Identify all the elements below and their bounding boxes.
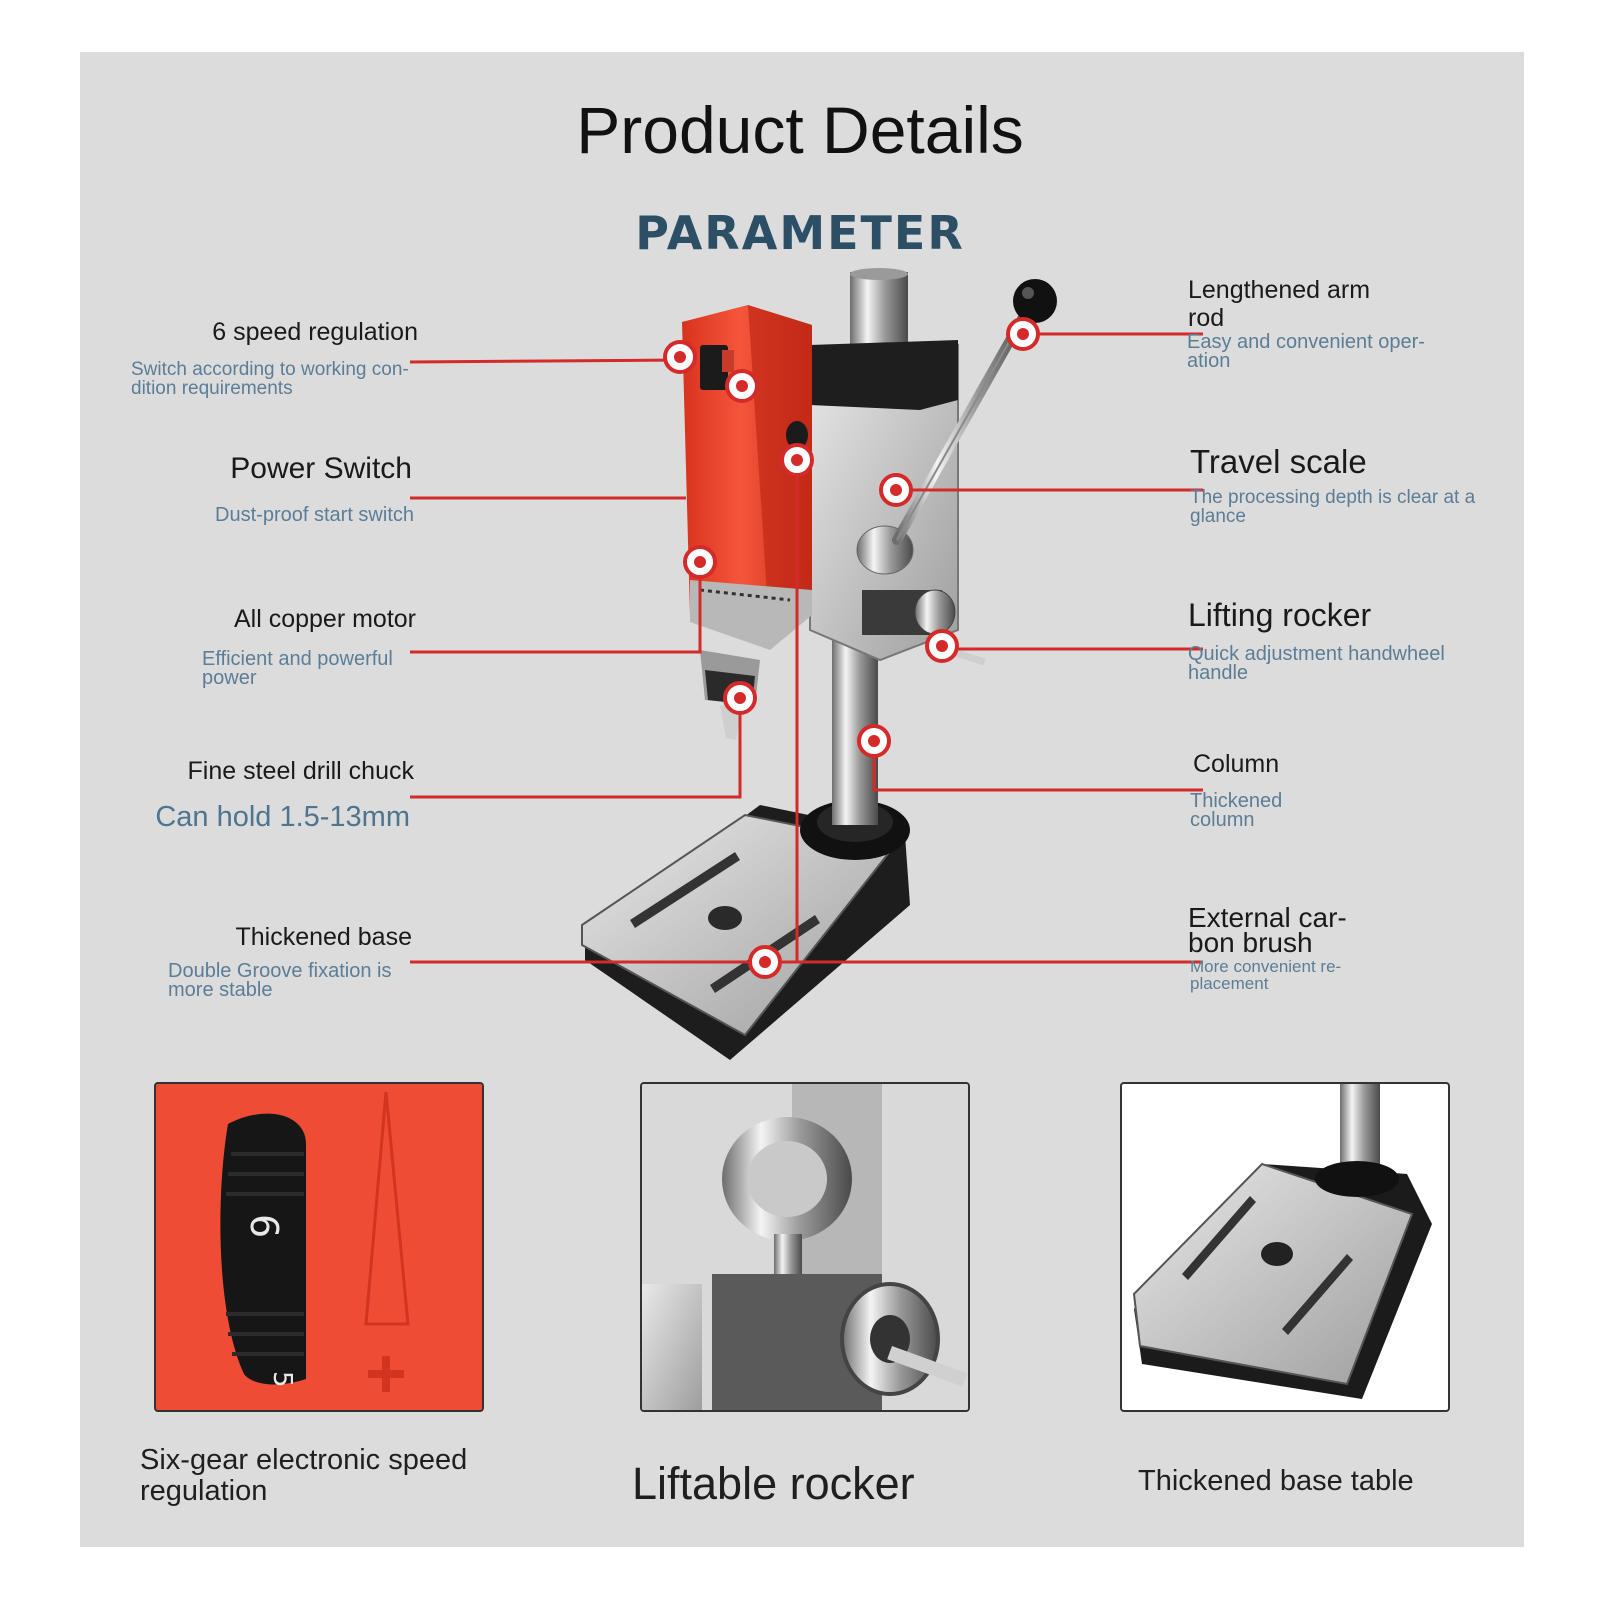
callout-dot-brush bbox=[780, 443, 814, 477]
callout-column-label: Column bbox=[1193, 750, 1280, 778]
callout-dot-column bbox=[857, 724, 891, 758]
callout-dot-speed bbox=[663, 340, 697, 374]
callout-rocker-desc: Quick adjustment handwheel handle bbox=[1188, 643, 1445, 684]
thumbnail-speed-dial: 6 5 bbox=[154, 1082, 484, 1412]
page-title: Product Details bbox=[576, 93, 1024, 167]
lever-knob-icon bbox=[1013, 279, 1057, 323]
dial-number-top: 6 bbox=[242, 1214, 286, 1238]
callout-base-label: Thickened base bbox=[235, 923, 412, 951]
callout-speed-desc: Switch according to working con-dition r… bbox=[131, 359, 409, 399]
thumbnail-base-table bbox=[1120, 1082, 1450, 1412]
drill-base bbox=[581, 800, 910, 1060]
callout-power-desc: Dust-proof start switch bbox=[215, 504, 414, 526]
callout-dot-base bbox=[748, 945, 782, 979]
callout-base-desc: Double Groove fixation is more stable bbox=[168, 960, 392, 1001]
callout-dot-motor bbox=[683, 545, 717, 579]
speed-dial-icon: 6 5 bbox=[220, 1091, 410, 1392]
callout-scale-label: Travel scale bbox=[1190, 443, 1367, 480]
thumbnail-rocker-caption: Liftable rocker bbox=[632, 1458, 915, 1509]
callout-dot-scale bbox=[879, 473, 913, 507]
callout-speed-label: 6 speed regulation bbox=[212, 318, 418, 346]
callout-scale-desc: The processing depth is clear at a glanc… bbox=[1190, 487, 1476, 527]
callout-dot-switch bbox=[725, 369, 759, 403]
callout-dot-rocker bbox=[925, 629, 959, 663]
thumbnail-speed-caption: Six-gear electronic speed regulation bbox=[140, 1444, 468, 1507]
handwheel-icon bbox=[642, 1084, 968, 1410]
callout-chuck-label: Fine steel drill chuck bbox=[187, 757, 414, 785]
callout-brush-label: External car-bon brush bbox=[1188, 902, 1347, 958]
callout-rocker-label: Lifting rocker bbox=[1188, 597, 1372, 633]
leader-lines bbox=[409, 332, 1203, 964]
callout-column-desc: Thickened column bbox=[1190, 790, 1283, 831]
thumbnail-base-caption: Thickened base table bbox=[1138, 1465, 1414, 1497]
dial-number-bottom: 5 bbox=[267, 1371, 297, 1388]
section-subtitle: PARAMETER bbox=[635, 206, 965, 260]
base-table-icon bbox=[1132, 1084, 1432, 1399]
callout-motor-desc: Efficient and powerful power bbox=[202, 648, 393, 689]
callout-dot-chuck bbox=[723, 681, 757, 715]
drill-press-diagram bbox=[409, 268, 1203, 1060]
callout-brush-desc: More convenient re-placement bbox=[1190, 957, 1342, 993]
callout-motor-label: All copper motor bbox=[233, 605, 416, 633]
callout-chuck-desc: Can hold 1.5-13mm bbox=[155, 801, 410, 833]
callout-arm-desc: Easy and convenient oper-ation bbox=[1187, 331, 1425, 372]
callout-dot-arm bbox=[1006, 317, 1040, 351]
drill-head bbox=[809, 340, 986, 666]
thumbnail-rocker bbox=[640, 1082, 970, 1412]
callout-arm-label: Lengthened arm rod bbox=[1188, 276, 1371, 332]
callout-dots bbox=[663, 317, 1040, 979]
callout-power-label: Power Switch bbox=[230, 452, 412, 485]
